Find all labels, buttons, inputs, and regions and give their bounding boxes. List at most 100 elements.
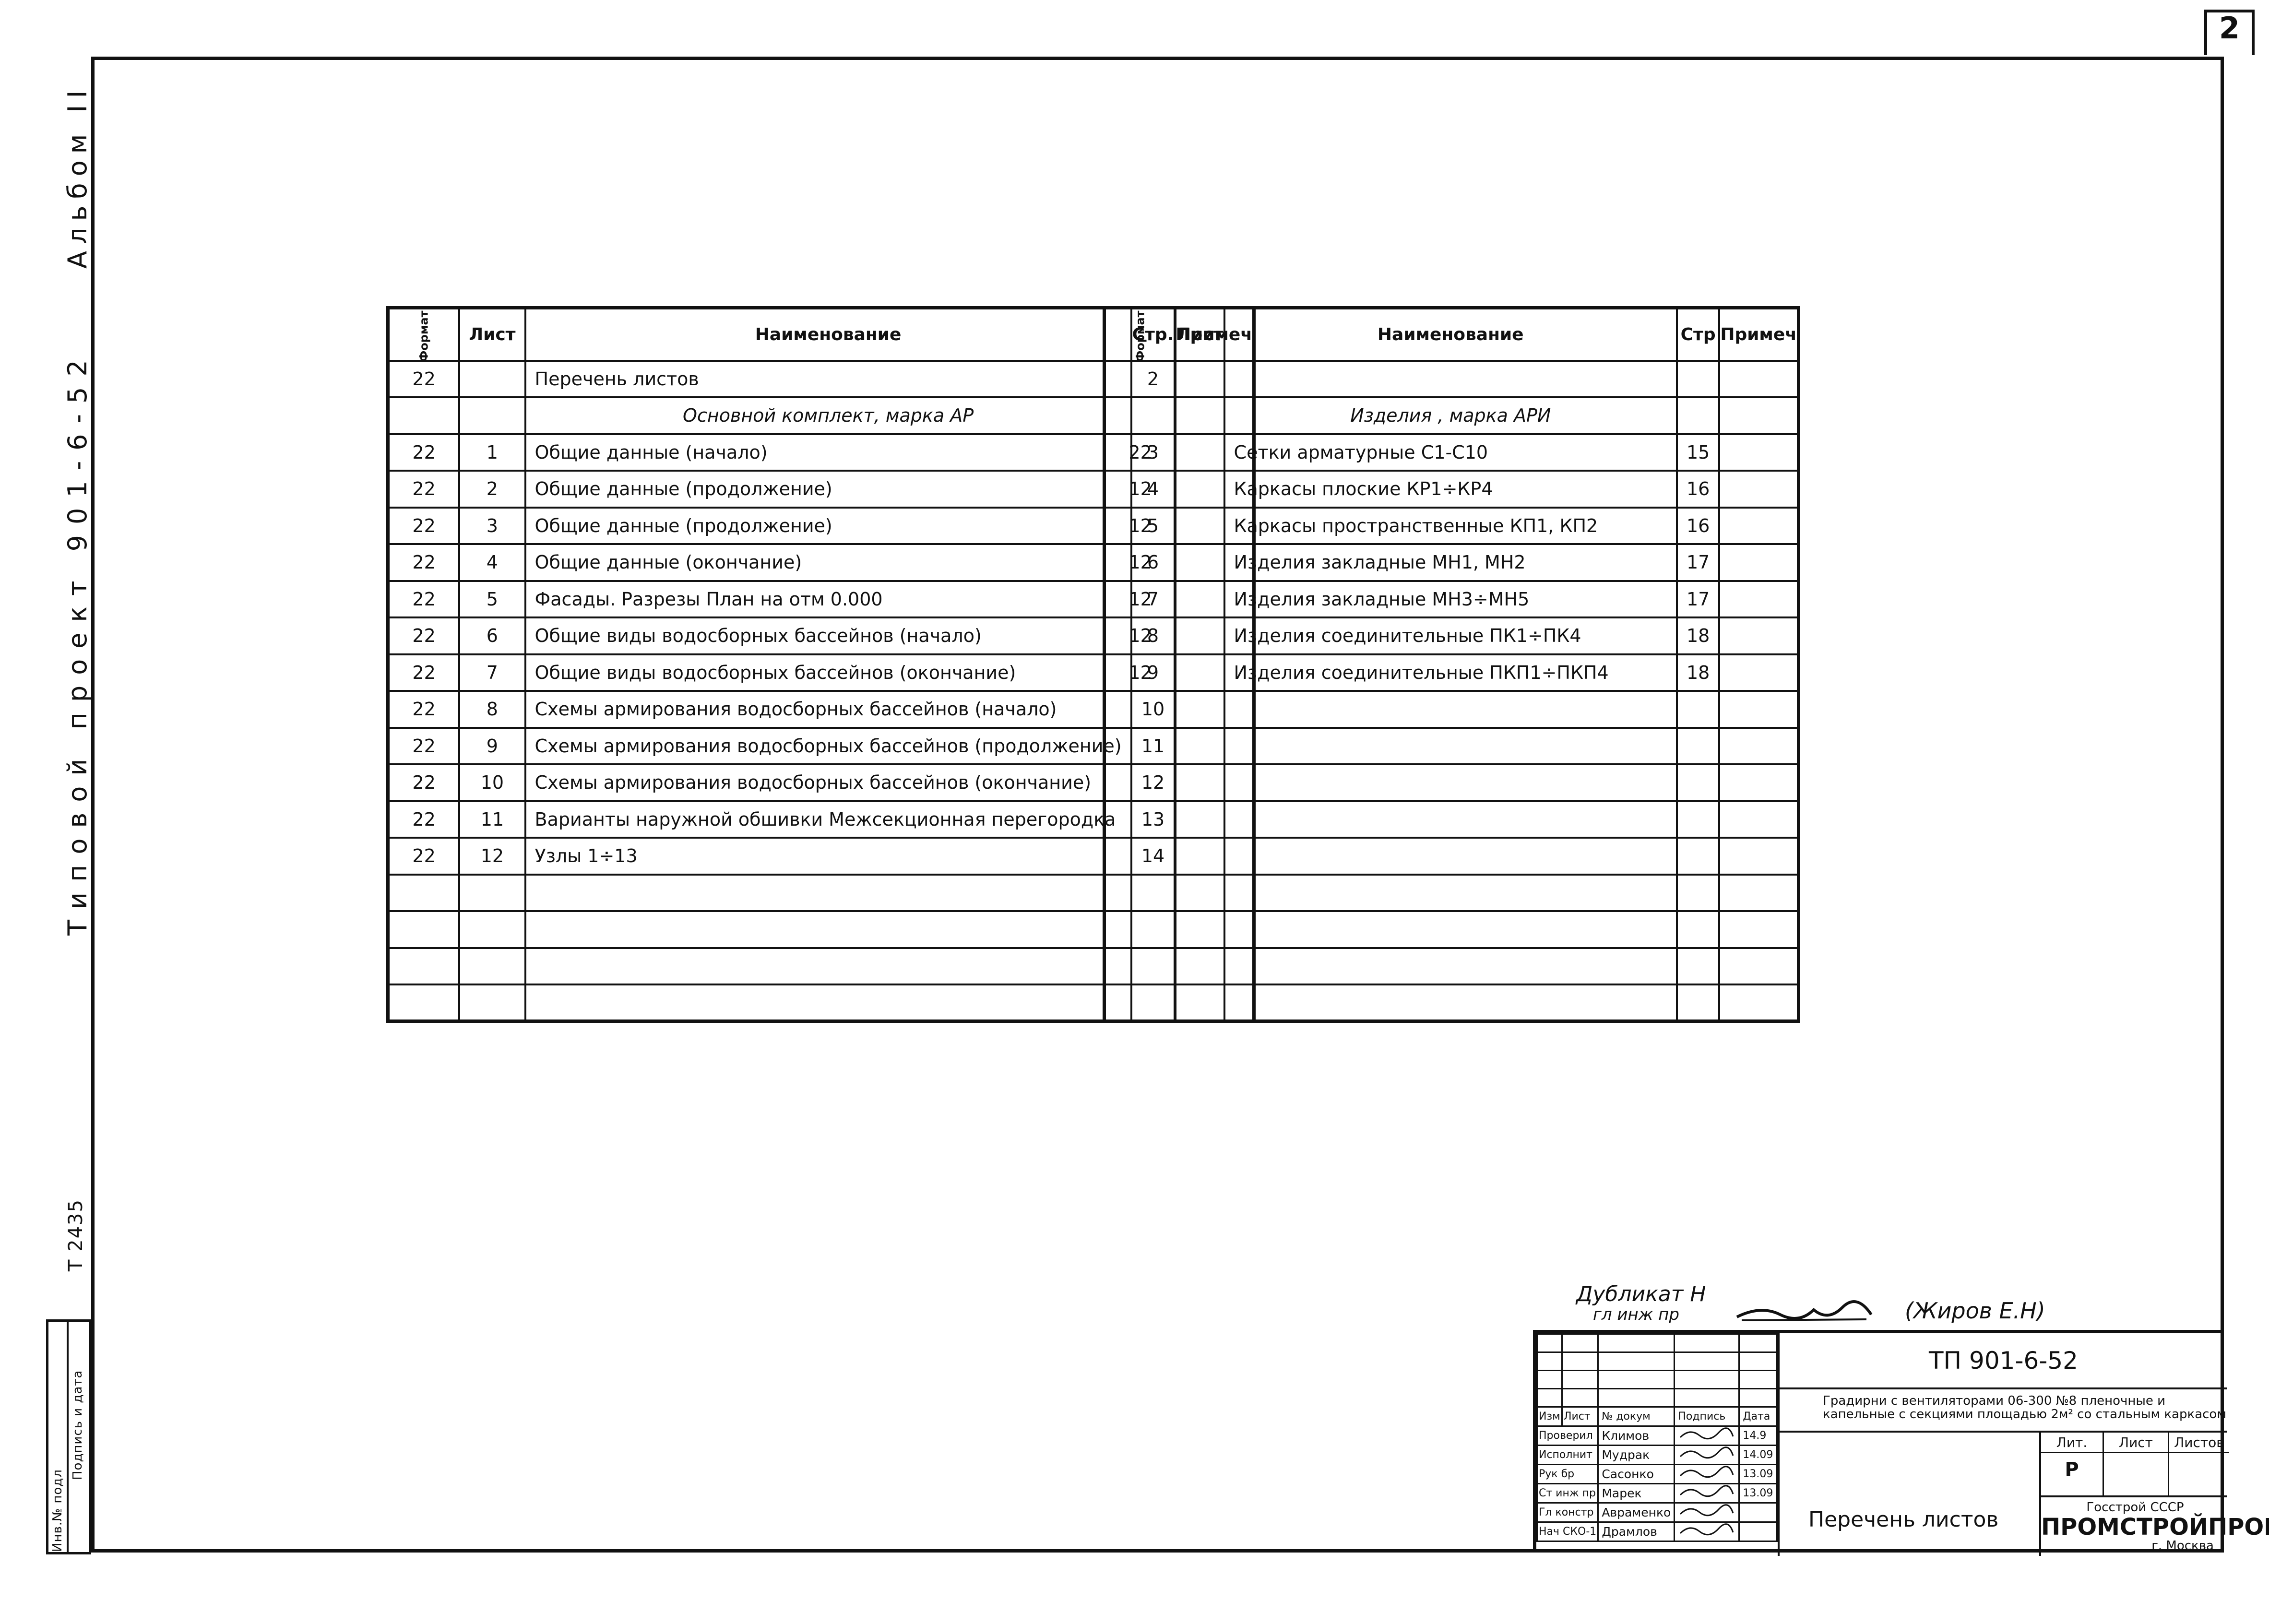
right-table-sheet-cell (1175, 359, 1225, 398)
right-table-note-cell (1718, 653, 1800, 692)
duplicate-note-line1: Дубликат Н (1576, 1282, 1706, 1306)
right-table-page-cell (1675, 910, 1721, 949)
org-name: ПРОМСТРОЙПРОЕКТ (2041, 1514, 2269, 1541)
person-date: 14.09 (1738, 1445, 1778, 1465)
left-table-sheet-cell: 12 (458, 837, 526, 876)
right-table-sheet-cell (1175, 947, 1225, 985)
person-date: 13.09 (1738, 1483, 1778, 1504)
right-table-sheet-cell (1175, 580, 1225, 618)
right-table-sheet-cell (1175, 726, 1225, 765)
right-table-page-cell: 16 (1675, 470, 1721, 509)
right-head-name: Наименование (1223, 307, 1678, 362)
left-table-section-title: Основной комплект, марка АР (524, 396, 1132, 435)
left-table-sheet-cell (458, 947, 526, 985)
left-table-name-cell: Общие данные (продолжение) (524, 470, 1132, 509)
right-table-name-cell (1223, 947, 1678, 985)
left-table-format-cell: 22 (387, 800, 461, 839)
right-header-row: Формат Лист Наименование Стр Примеч (1103, 307, 1800, 362)
left-table-name-cell: Общие данные (продолжение) (524, 506, 1132, 545)
right-table-note-cell (1718, 359, 1800, 398)
left-table-sheet-cell: 3 (458, 506, 526, 545)
right-table-format-cell: 12 (1103, 653, 1177, 692)
right-table-name-cell (1223, 359, 1678, 398)
right-table-name-cell (1223, 837, 1678, 876)
right-table-format-cell: 12 (1103, 506, 1177, 545)
left-table-name-cell: Варианты наружной обшивки Межсекционная … (524, 800, 1132, 839)
left-table-format-cell (387, 910, 461, 949)
person-date (1738, 1502, 1778, 1523)
right-table-format-cell (1103, 947, 1177, 985)
right-table-page-cell (1675, 837, 1721, 876)
stage-head-sheets: Листов (2174, 1434, 2224, 1450)
person-signature (1674, 1483, 1740, 1504)
right-table-page-cell: 17 (1675, 580, 1721, 618)
person-role: Исполнит (1536, 1445, 1599, 1465)
person-date: 14.9 (1738, 1425, 1778, 1446)
left-table-format-cell (387, 396, 461, 435)
left-table-sheet-cell: 4 (458, 543, 526, 582)
right-table-page-cell (1675, 726, 1721, 765)
right-table-row (1103, 984, 1800, 1022)
right-table-sheet-cell (1175, 506, 1225, 545)
person-role: Проверил (1536, 1425, 1599, 1446)
right-table-note-cell (1718, 396, 1800, 435)
right-table-sheet-cell (1175, 837, 1225, 876)
person-name: Сасонко (1597, 1464, 1675, 1484)
left-table-sheet-cell (458, 396, 526, 435)
right-table-row (1103, 910, 1800, 949)
right-table-page-cell (1675, 359, 1721, 398)
right-table-note-cell (1718, 580, 1800, 618)
right-table-page-cell (1675, 690, 1721, 729)
person-name: Мудрак (1597, 1445, 1675, 1465)
left-table-name-cell: Схемы армирования водосборных бассейнов … (524, 690, 1132, 729)
right-table-format-cell (1103, 763, 1177, 802)
left-table-format-cell: 22 (387, 433, 461, 472)
right-table-format-cell: 12 (1103, 470, 1177, 509)
sheet-number: 2 (2219, 11, 2240, 46)
left-table-sheet-cell: 8 (458, 690, 526, 729)
right-table-format-cell (1103, 690, 1177, 729)
right-head-page: Стр (1675, 307, 1721, 362)
left-table-row (387, 873, 1255, 912)
left-table-sheet-cell: 5 (458, 580, 526, 618)
left-table-sheet-cell (458, 984, 526, 1022)
right-table-sheet-cell (1175, 873, 1225, 912)
right-table-sheet-cell (1175, 470, 1225, 509)
right-table-name-cell (1223, 984, 1678, 1022)
right-table-format-cell: 12 (1103, 580, 1177, 618)
right-table-sheet-cell (1175, 396, 1225, 435)
title-block-stage: Лит. Лист Листов Р (2039, 1433, 2229, 1497)
left-table-format-cell: 22 (387, 763, 461, 802)
left-table-name-cell: Фасады. Разрезы План на отм 0.000 (524, 580, 1132, 618)
right-table-format-cell (1103, 910, 1177, 949)
right-table-format-cell: 12 (1103, 616, 1177, 655)
right-table-page-cell: 15 (1675, 433, 1721, 472)
drawing-frame (91, 57, 2224, 1553)
right-table-sheet-cell (1175, 984, 1225, 1022)
person-signature (1674, 1425, 1740, 1446)
right-table-format-cell (1103, 396, 1177, 435)
left-table-format-cell: 22 (387, 837, 461, 876)
left-table-sheet-cell (458, 873, 526, 912)
left-table-name-cell (524, 984, 1132, 1022)
left-table-sheet-cell: 10 (458, 763, 526, 802)
left-table-name-cell: Схемы армирования водосборных бассейнов … (524, 763, 1132, 802)
left-table-name-cell (524, 873, 1132, 912)
title-block-title: Перечень листов (1778, 1433, 2039, 1556)
right-table-sheet-cell (1175, 543, 1225, 582)
right-table-sheet-cell (1175, 653, 1225, 692)
left-head-sheet: Лист (458, 307, 526, 362)
